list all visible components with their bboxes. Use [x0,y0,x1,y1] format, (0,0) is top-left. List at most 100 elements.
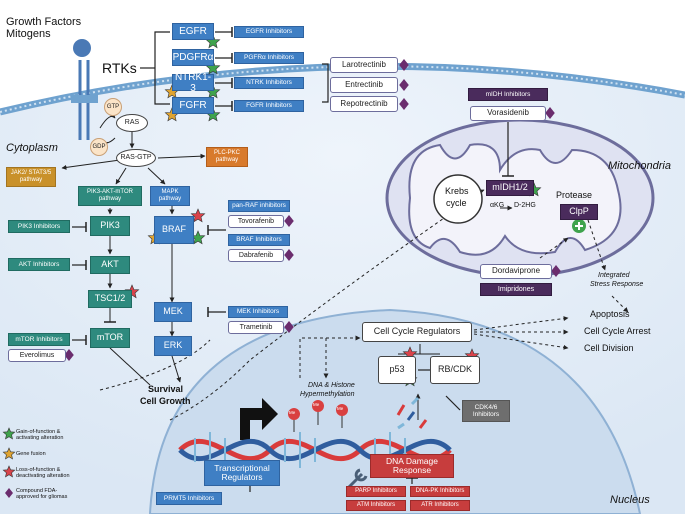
cytoplasm-label: Cytoplasm [6,142,58,154]
clpp-node: ClpP [560,204,598,220]
methyl-label-1: Me [289,410,296,415]
ccr-to-division-arrow [473,333,569,350]
wrench-icon [346,468,368,490]
methyl-ball-3 [336,404,348,416]
protease-label: Protease [556,190,593,200]
mtor-inhibitors-box: mTOR Inhibitors [8,333,70,346]
rtks-label: RTKs [102,60,137,76]
dordaviprone-box: Dordaviprone [480,264,552,279]
dna-pk-inhibitors-box: DNA-PK Inhibitors [410,486,470,497]
legend-gain-of-function: Gain-of-function & activating alteration [16,429,64,441]
integrated-label: Integrated [598,272,630,279]
trametinib-box: Trametinib [228,321,284,334]
krebs-cycle-circle [433,174,483,224]
imipridones-box: Imipridones [480,283,552,296]
hypermethylation-label: Hypermethylation [300,391,355,398]
methyl-label-3: Me [337,406,344,411]
clpp-to-stress-arrow [587,219,606,271]
repotrectinib-box: Repotrectinib [330,96,398,112]
atm-inhibitors-box: ATM Inhibitors [346,500,406,511]
braf-node: BRAF [154,216,194,244]
legend-gene-fusion: Gene fusion [16,451,46,457]
entrectinib-box: Entrectinib [330,77,398,93]
braf-inhibitors-box: BRAF Inhibitors [228,234,290,246]
parp-inhibitors-box: PARP Inhibitors [346,486,406,497]
methyl-label-2: Me [313,402,320,407]
entrectinib-approved-diamond [399,79,409,91]
pan-raf-inhibitors-box: pan-RAF inhibitors [228,200,290,212]
pdgfra-box: PDGFRα [172,49,214,66]
pik3-inhibitors-box: PIK3 Inhibitors [8,220,70,233]
everolimus-box: Everolimus [8,349,66,362]
egfr-box: EGFR [172,23,214,40]
legend-red-star [2,465,16,478]
legend-fda-approved: Compound FDA-approved for gliomas [16,488,68,500]
legend-green-star [2,427,16,440]
legend-loss-of-function: Loss-of-function & deactivating alterati… [16,467,70,479]
nucleus-label: Nucleus [610,494,650,506]
survival-to-midh-dashed [169,199,471,421]
pik3-node: PIK3 [90,216,130,236]
tovorafenib-box: Tovorafenib [228,215,284,228]
midh12-node: mIDH1/2 [486,180,534,196]
dabrafenib-box: Dabrafenib [228,249,284,262]
legend-gold-star [2,447,16,460]
ras-gtp-oval: RAS-GTP [116,149,156,167]
cell-cycle-arrest-label: Cell Cycle Arrest [584,326,651,336]
dna-damage-response-box: DNA Damage Response [370,454,454,478]
ras-oval: RAS [116,114,148,132]
braf-loss-star [190,208,206,223]
fgfr-box: FGFR [172,97,214,114]
growth-factors-label: Growth Factors [6,16,82,28]
to-ccr-dashed [299,335,361,378]
cell-growth-label: Cell Growth [140,396,191,406]
membrane-texture [0,65,685,113]
stress-to-apoptosis-arrow [611,295,629,313]
gdp-circle: GDP [90,138,108,156]
krebs-label: Krebs [445,186,469,196]
legend-purple-diamond [5,488,13,498]
survival-label: Survival [148,384,184,394]
cell-cycle-regulators-box: Cell Cycle Regulators [362,322,472,342]
erk-to-survival-arrow [171,355,182,383]
rb-cdk-node: RB/CDK [430,356,480,384]
transcriptional-regulators-box: Transcriptional Regulators [204,460,280,486]
methyl-ball-1 [288,408,300,420]
p53-node: p53 [378,356,416,384]
cdk46-line [445,395,461,411]
broken-dna-fragments [396,396,428,430]
mapk-pathway-box: MAPK pathway [150,186,190,206]
dordaviprone-approved-diamond [551,265,561,277]
atr-inhibitors-box: ATR Inhibitors [410,500,470,511]
mek-inhibitors-box: MEK Inhibitors [228,306,288,318]
rasgtp-to-jak-arrow [61,159,121,170]
vorasidenib-approved-diamond [545,107,555,119]
receptor-membrane-band [71,95,98,103]
mitochondria-label: Mitochondria [608,160,671,172]
vorasidenib-box: Vorasidenib [470,106,546,121]
tsc12-node: TSC1/2 [88,290,132,308]
ntrk-drug-bracket [322,63,329,103]
mitogens-label: Mitogens [6,28,51,40]
dabrafenib-approved-diamond [284,249,294,261]
akt-inhibitors-box: AKT Inhibitors [8,258,70,271]
rasgtp-to-mapk-arrow [147,167,166,185]
dna-histone-label: DNA & Histone [308,382,355,389]
mek-node: MEK [154,302,192,322]
rasgtp-to-plc-arrow [157,153,206,159]
plus-icon [575,222,583,230]
methyl-ball-2 [312,400,324,412]
growth-factor-ligand [73,39,91,57]
rasgtp-to-pik3-arrow [115,167,127,185]
ntrk-box: NTRK1-3 [172,72,214,94]
tovorafenib-approved-diamond [284,215,294,227]
cell-division-label: Cell Division [584,343,634,353]
ntrk-inhibitors-box: NTRK Inhibitors [234,77,304,89]
apoptosis-label: Apoptosis [590,309,630,319]
transcription-arrow [240,398,278,440]
plc-pkc-pathway-box: PLC-PKC pathway [206,147,248,167]
cdk46-inhibitors-box: CDK4/6 Inhibitors [462,400,510,422]
erk-node: ERK [154,336,192,356]
pik3-akt-mtor-pathway-box: PIK3-AKT-mTOR pathway [78,186,142,206]
